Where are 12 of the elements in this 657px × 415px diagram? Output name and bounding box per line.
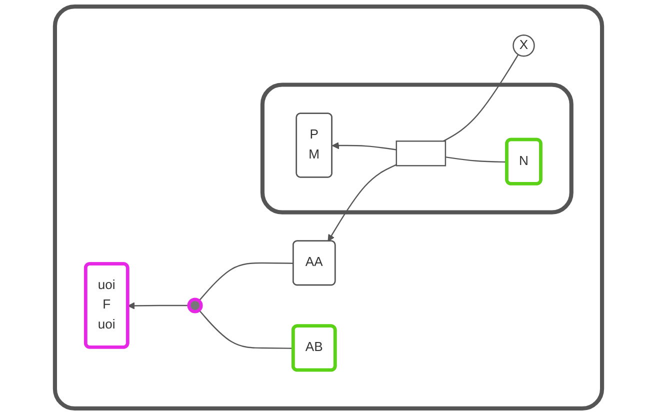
- node-box: [396, 140, 446, 166]
- node-circle: [187, 298, 203, 314]
- cluster: [52, 4, 604, 410]
- cluster: [260, 82, 574, 214]
- node-circle: X: [512, 34, 535, 57]
- arrow: [128, 302, 189, 310]
- arrow: [332, 142, 396, 150]
- connector: [198, 262, 294, 302]
- arrow: [328, 164, 397, 242]
- connector: [445, 156, 508, 163]
- connector: [443, 54, 519, 142]
- connector: [198, 310, 294, 349]
